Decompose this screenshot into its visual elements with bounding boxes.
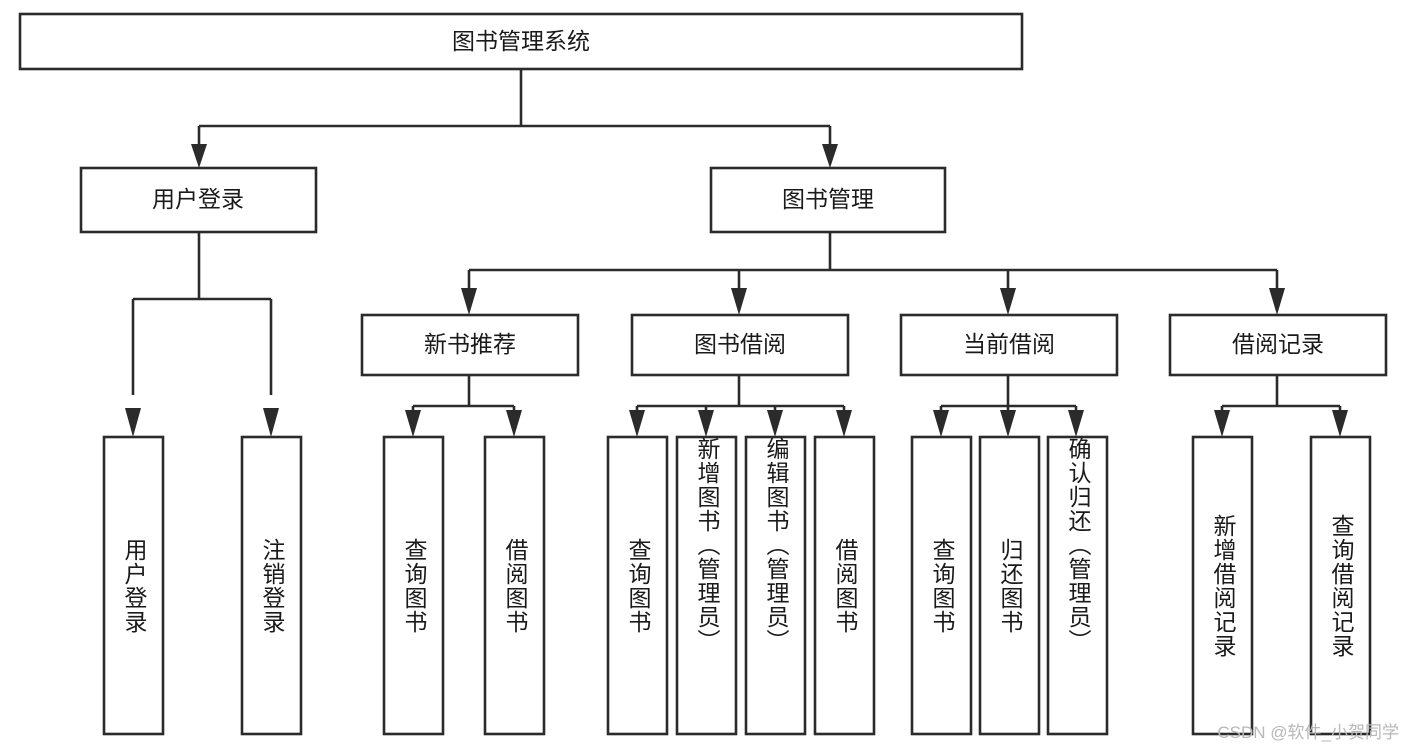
arrow-head-leaf-12: [1214, 410, 1230, 437]
arrow-head-leaf-10: [1000, 410, 1016, 437]
arrow-head-user-login: [191, 144, 207, 168]
node-user-login[interactable]: [79, 166, 318, 234]
node-user-login-label: 用户登录: [152, 186, 244, 212]
leaf-box-11[interactable]: [1046, 435, 1109, 736]
arrow-head-leaf-2: [263, 408, 279, 437]
arrow-head-leaf-5: [629, 410, 645, 437]
node-root-label: 图书管理系统: [452, 28, 590, 54]
leaf-box-12[interactable]: [1191, 435, 1254, 736]
leaf-box-8[interactable]: [813, 435, 876, 736]
arrow-head-leaf-7: [767, 410, 783, 437]
arrow-head-leaf-9: [933, 410, 949, 437]
leaf-box-6[interactable]: [675, 435, 738, 736]
leaf-box-9[interactable]: [910, 435, 973, 736]
nodes-layer: 图书管理系统 用户登录 图书管理 新书推荐 图书借阅 当前借阅 借阅记录: [18, 12, 1388, 736]
arrow-head-leaf-4: [506, 410, 522, 437]
node-root[interactable]: [18, 12, 1024, 71]
node-book-management[interactable]: [709, 166, 947, 234]
leaf-box-3[interactable]: [382, 435, 445, 736]
node-book-management-label: 图书管理: [782, 186, 874, 212]
arrow-head-borrow-book: [731, 288, 747, 315]
node-current-borrow[interactable]: [899, 313, 1119, 377]
node-book-borrow[interactable]: [630, 313, 850, 377]
arrow-head-leaf-6: [698, 410, 714, 437]
arrow-head-leaf-3: [405, 410, 421, 437]
arrow-head-borrow-record: [1269, 288, 1285, 315]
node-new-book-recommend-label: 新书推荐: [424, 331, 516, 357]
leaf-box-4[interactable]: [483, 435, 546, 736]
arrow-head-leaf-8: [836, 410, 852, 437]
leaf-box-2[interactable]: [240, 435, 303, 736]
arrow-head-leaf-11: [1068, 410, 1084, 437]
leaf-box-5[interactable]: [606, 435, 669, 736]
csdn-watermark: CSDN @软件_小贺同学: [1217, 723, 1399, 742]
arrow-head-book-manage: [822, 144, 838, 168]
node-borrow-record-label: 借阅记录: [1232, 331, 1324, 357]
connectors-layer: [125, 69, 1348, 437]
arrow-head-leaf-13: [1332, 410, 1348, 437]
node-borrow-record[interactable]: [1168, 313, 1388, 377]
leaf-box-1[interactable]: [102, 435, 165, 736]
leaf-box-7[interactable]: [744, 435, 807, 736]
leaf-box-10[interactable]: [978, 435, 1041, 736]
node-book-borrow-label: 图书借阅: [694, 331, 786, 357]
arrow-head-new-book: [461, 288, 477, 315]
node-current-borrow-label: 当前借阅: [963, 331, 1055, 357]
leaf-box-13[interactable]: [1309, 435, 1372, 736]
node-new-book-recommend[interactable]: [360, 313, 580, 377]
arrow-head-current-borrow: [1000, 288, 1016, 315]
arrow-head-leaf-1: [125, 408, 141, 437]
